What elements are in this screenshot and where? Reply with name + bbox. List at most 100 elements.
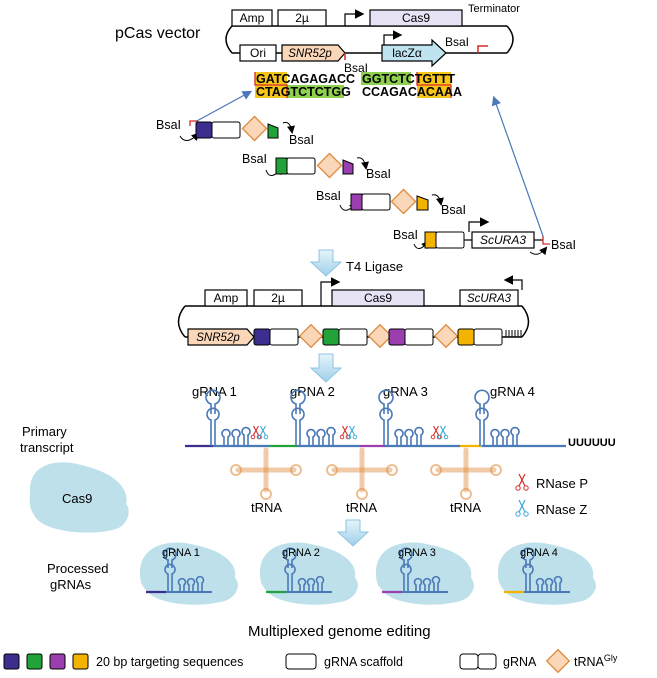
assembled-plasmid: Amp 2µ Cas9 ScURA3 SNR52p [177, 275, 530, 349]
fragment-1-next-spacer [267, 123, 279, 139]
processed-grna-4-hairpin [521, 547, 535, 568]
cas9-promoter-arrow [344, 9, 365, 26]
assembled-scaffold-1 [269, 328, 299, 346]
fragment-3-bsai-right: BsaI [441, 203, 466, 217]
ura3-promoter-arrow [468, 217, 490, 232]
cas9-blob-label: Cas9 [62, 491, 92, 506]
ori-box [239, 44, 277, 62]
legend-spacer-1-swatch [3, 653, 20, 670]
snr52p-promoter-box [281, 44, 346, 62]
processed-grna-4-stem [522, 563, 534, 592]
legend-grna-swatch-left [459, 653, 479, 670]
fragment-2: BsaI BsaI [242, 152, 391, 181]
multiplexed-editing-title: Multiplexed genome editing [248, 623, 431, 640]
processed-grna-2-loop-a [297, 577, 307, 592]
bsai-site-right-mark [477, 45, 488, 53]
seq-left-bottom: CTAGTCTCTGG [256, 85, 351, 99]
grna-2-label: gRNA 2 [290, 384, 335, 399]
transcript-grna-1-stem [206, 407, 220, 446]
fragment-2-bsai-right: BsaI [366, 167, 391, 181]
fragment-1-spacer [195, 121, 213, 139]
fragment-1-trna [241, 115, 268, 142]
legend-scaffold-swatch [285, 653, 317, 670]
fragment-4-bsai-left: BsaI [393, 228, 418, 242]
pcas-vector: Amp 2µ Cas9 Terminator Ori SNR52p BsaI l… [225, 3, 520, 75]
legend-spacer-4-swatch [72, 653, 89, 670]
assembled-ura3-label: ScURA3 [467, 293, 512, 305]
cas9-label: Cas9 [402, 11, 430, 25]
transcript-grna-1-loop-a [221, 428, 231, 446]
transcript-grna-3-hairpin [378, 389, 394, 414]
rnase-p-scissors-icon [515, 473, 529, 491]
fragment-2-bsai-left: BsaI [242, 152, 267, 166]
fragment-4-right-arrow [529, 246, 548, 256]
legend-trna-superscript: Gly [604, 653, 618, 663]
transcript-grna-2-hairpin [290, 389, 306, 414]
overhang-sequences: GATCAGAGACC CTAGTCTCTGG GGTCTCTGTTT CCAG… [254, 72, 462, 99]
processed-grna-2-hairpin [283, 547, 297, 568]
terminator-label: Terminator [468, 3, 520, 15]
ligation-arrow-left [194, 90, 253, 123]
step-arrow-processing [336, 519, 370, 547]
grna-1-label: gRNA 1 [192, 384, 237, 399]
assembled-cas9-promoter-arrow [320, 277, 341, 306]
fragment-3-bsai-left: BsaI [316, 189, 341, 203]
processed-grna-complex-1: gRNA 1 [140, 542, 238, 605]
scissors-rnase-z-3 [437, 425, 449, 440]
legend-spacer-3-swatch [49, 653, 66, 670]
processed-grna-1-label: gRNA 1 [162, 547, 200, 559]
transcript-grna-3-loop-a [394, 428, 404, 446]
lacz-label: lacZα [392, 46, 422, 60]
lacz-promoter-arrow [383, 30, 403, 45]
processed-grna-1-loop-b [186, 577, 196, 592]
assembled-trna-3 [433, 323, 459, 349]
seq-left-cut-line [254, 72, 288, 98]
processed-grna-3-hairpin [399, 547, 413, 568]
bsai-right-label: BsaI [445, 35, 469, 49]
transcript-grna-4-loop-c [510, 426, 520, 446]
assembled-cas9-label: Cas9 [364, 291, 392, 305]
trna-cloverleaf-group [230, 447, 502, 500]
processed-grna-4-loop-a [535, 577, 545, 592]
seq-right-cut-line [416, 72, 452, 98]
assembled-scaffold-4 [473, 328, 503, 346]
fragment-2-right-arrow [356, 157, 369, 170]
scissors-rnase-z-2 [346, 425, 358, 440]
trna-cloverleaf-3 [430, 447, 502, 500]
processed-grna-1-hairpin [163, 547, 177, 568]
poly-u-tail-label: UUUUUU [568, 437, 616, 449]
two-micron-label: 2µ [295, 11, 309, 25]
grna-labels: gRNA 1 gRNA 2 gRNA 3 gRNA 4 [192, 384, 535, 399]
legend-grna-swatch-right [477, 653, 497, 670]
transcript-grna-4-stem [475, 407, 489, 446]
assembled-amp-box [204, 289, 248, 307]
transcript-grna-1-loop-c [241, 426, 251, 446]
rnase-p-legend: RNase P [515, 473, 588, 491]
transcript-grna-1-hairpin [205, 389, 221, 414]
processed-grna-complex-4: gRNA 4 [498, 542, 596, 605]
snr52p-label: SNR52p [288, 48, 332, 60]
processed-grna-3-loop-a [413, 577, 423, 592]
fragment-3-right-arrow [431, 194, 444, 206]
fragment-2-trna [316, 152, 343, 179]
rnase-scissors-group [250, 425, 449, 440]
legend-spacers-label: 20 bp targeting sequences [96, 655, 243, 669]
fragment-2-spacer [275, 157, 288, 175]
assembled-trna-2 [367, 323, 393, 349]
processed-grna-4-loop-c [553, 575, 563, 592]
seq-highlight-gttt [417, 72, 451, 85]
assembled-trna-1 [298, 323, 324, 349]
grna-4-label: gRNA 4 [490, 384, 535, 399]
assembled-ura3-promoter-arrow [503, 275, 523, 290]
fragment-1-scaffold [211, 121, 241, 139]
scissors-rnase-p-3 [430, 425, 442, 440]
two-micron-box [277, 9, 327, 27]
fragment-1-cut-mark [189, 120, 198, 126]
transcript-grna-4-hairpin [474, 389, 490, 414]
transcript-grna-1-loop-b [231, 428, 241, 446]
fragment-2-scaffold [286, 157, 316, 175]
assembled-spacer-3 [388, 328, 406, 346]
rnase-z-label: RNase Z [536, 502, 587, 517]
